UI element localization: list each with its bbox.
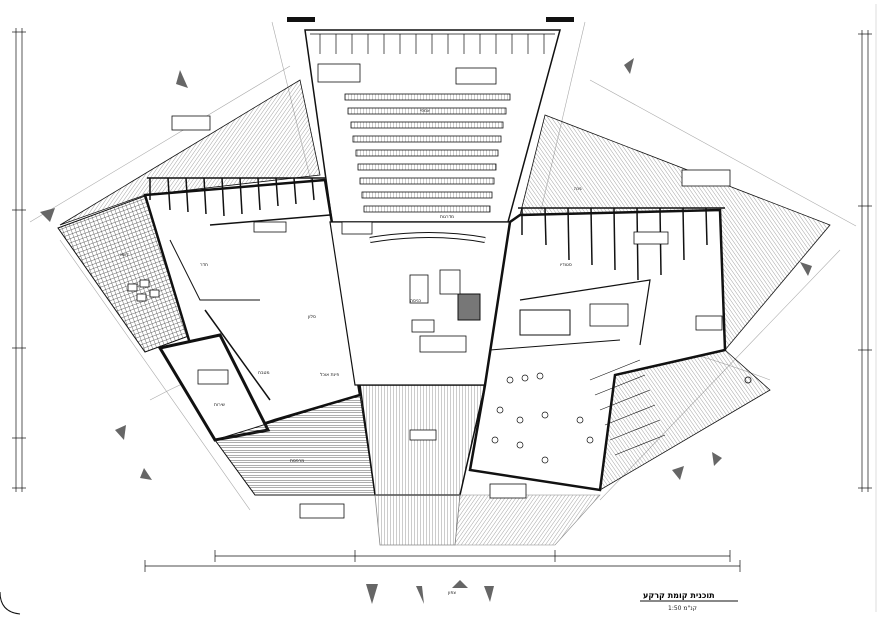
east-columns — [491, 372, 594, 464]
drawing-scale: 1:50 קנ"מ — [668, 605, 697, 612]
room-kitchen: מטבח — [258, 371, 270, 376]
room-sleep: חדר — [200, 263, 208, 268]
room-stairs: מדרגות — [440, 215, 454, 220]
east-wing — [468, 208, 727, 492]
south-path-east — [454, 494, 601, 546]
amphi-top-posts — [310, 33, 555, 54]
amphi-steps — [344, 93, 511, 213]
bottom-dimension-chain — [144, 550, 741, 572]
west-lawn — [59, 79, 321, 226]
outdoor-table — [127, 279, 160, 302]
right-dimension-chain — [858, 30, 872, 492]
room-lawn: דשא — [120, 253, 129, 258]
drawing-title: תוכנית קומת קרקע — [643, 591, 715, 600]
left-dimension-chain — [12, 28, 26, 492]
room-entry: כניסה — [410, 299, 422, 304]
room-name-texts: חדר סלון מטבח פינת אוכל סטודיו מרפסת דשא… — [120, 109, 582, 464]
room-labels — [171, 63, 731, 519]
sheet-border — [0, 591, 21, 615]
amphi-marker-right — [546, 17, 574, 22]
room-service: שירות — [214, 403, 225, 408]
room-east-garden: גינה — [574, 187, 582, 192]
room-amphi: אמפי — [420, 109, 430, 114]
compass-label: צפון — [448, 591, 456, 596]
compass-markers — [40, 58, 812, 604]
room-studio: סטודיו — [560, 263, 572, 268]
east-pergola-posts — [518, 207, 725, 281]
amphi-marker-left — [287, 17, 315, 22]
east-slats — [589, 359, 666, 456]
west-pergola-posts — [147, 177, 325, 217]
fireplace — [457, 293, 481, 321]
room-dining: פינת אוכל — [320, 373, 339, 378]
south-path — [374, 494, 461, 546]
room-deck: מרפסת — [290, 459, 304, 464]
room-living: סלון — [308, 315, 316, 320]
title-block: תוכנית קומת קרקע 1:50 קנ"מ — [640, 591, 738, 612]
